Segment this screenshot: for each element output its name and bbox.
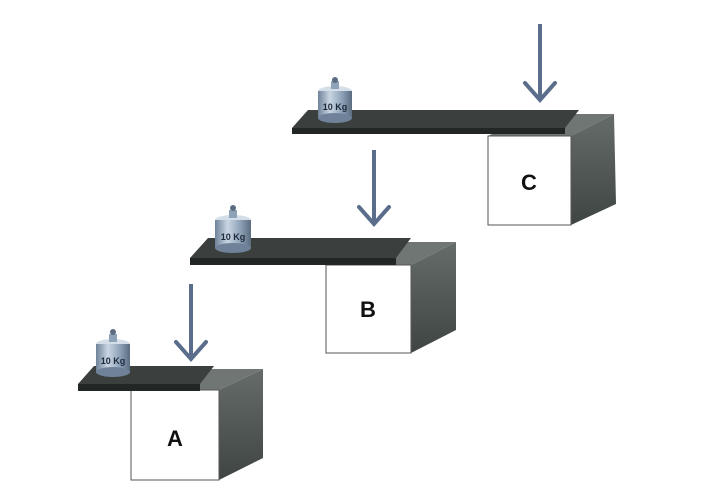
plank-b-edge (190, 258, 396, 265)
weight-icon: 10 Kg (96, 329, 130, 377)
setup-a: A 10 Kg (78, 284, 263, 481)
plank-c (292, 110, 579, 128)
box-a-front (130, 389, 220, 481)
box-a-side (219, 369, 263, 480)
box-c-front (487, 135, 572, 226)
down-arrow-icon (174, 284, 208, 363)
box-b-front (325, 264, 412, 354)
box-a-label: A (167, 426, 183, 451)
box-b-label: B (360, 297, 376, 322)
weight-c-label: 10 Kg (323, 102, 348, 112)
weight-b-label: 10 Kg (221, 232, 246, 242)
weight-icon: 10 Kg (215, 205, 251, 253)
setup-b: B 10 Kg (190, 150, 456, 354)
box-c-label: C (521, 170, 537, 195)
setup-c: C 10 Kg (292, 24, 616, 226)
down-arrow-icon (357, 150, 391, 228)
plank-c-edge (292, 128, 565, 134)
plank-a-edge (78, 384, 200, 391)
box-b-side (411, 242, 456, 353)
weight-a-label: 10 Kg (101, 356, 126, 366)
weight-icon: 10 Kg (318, 77, 352, 123)
box-c-side (571, 114, 616, 225)
down-arrow-icon (523, 24, 557, 104)
